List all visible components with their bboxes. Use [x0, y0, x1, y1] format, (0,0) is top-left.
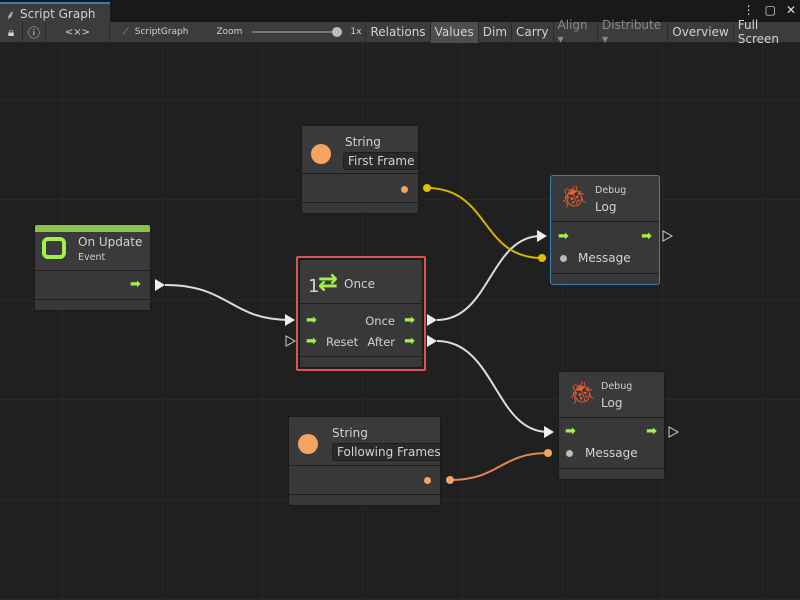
node-title: Once	[344, 277, 376, 291]
bug-icon: 🐞︎	[560, 185, 588, 210]
flow-arrow-icon: ➡	[558, 229, 569, 244]
string-node-following-frames[interactable]: String Following Frames	[288, 416, 441, 506]
lock-icon[interactable]: 🔒︎	[0, 21, 24, 43]
node-title: String	[345, 135, 381, 149]
refresh-icon: ⇄	[318, 268, 339, 296]
flow-arrow-icon: ➡	[404, 313, 415, 328]
debug-log-node-1[interactable]: 🐞︎ Debug Log ➡ ➡ Message	[550, 175, 660, 285]
output-port-icon[interactable]	[424, 477, 431, 484]
once-badge: 1	[308, 276, 320, 297]
node-category: Debug	[601, 381, 633, 392]
port-label-message: Message	[585, 446, 638, 460]
node-category: Debug	[595, 185, 627, 196]
hierarchy-icon: ⸙	[6, 7, 16, 22]
on-update-node[interactable]: On Update Event ➡	[34, 224, 151, 311]
input-port-icon[interactable]	[560, 255, 567, 262]
node-title: String	[332, 426, 368, 440]
carry-button[interactable]: Carry	[512, 21, 554, 43]
selection-outline	[296, 256, 426, 371]
values-button[interactable]: Values	[430, 21, 479, 43]
string-icon	[298, 434, 318, 454]
flow-arrow-icon: ➡	[306, 334, 317, 349]
port-label-once: Once	[365, 314, 395, 328]
align-dropdown[interactable]: Align ▾	[554, 18, 599, 46]
debug-log-node-2[interactable]: 🐞︎ Debug Log ➡ ➡ Message	[558, 371, 665, 480]
code-button[interactable]: <×>	[46, 21, 111, 43]
zoom-value: 1x	[350, 27, 362, 37]
string-value-field[interactable]: Following Frames	[332, 443, 440, 461]
graph-icon: ⟋	[122, 27, 129, 37]
port-label-message: Message	[578, 251, 631, 265]
node-title: Log	[595, 200, 617, 214]
node-title: Log	[601, 396, 623, 410]
string-node-first-frame[interactable]: String First Frame	[301, 125, 419, 214]
flow-arrow-icon: ➡	[565, 424, 576, 439]
bug-icon: 🐞︎	[568, 381, 596, 406]
port-label-reset: Reset	[326, 335, 359, 349]
flow-arrow-icon: ➡	[306, 313, 317, 328]
zoom-label: Zoom	[216, 27, 243, 37]
string-value-field[interactable]: First Frame	[343, 152, 418, 170]
loop-icon	[42, 237, 66, 259]
maximize-icon[interactable]: ▢	[764, 3, 776, 17]
flow-arrow-icon: ➡	[641, 229, 652, 244]
tab-script-graph[interactable]: ⸙Script Graph	[0, 2, 110, 22]
overview-button[interactable]: Overview	[668, 21, 734, 43]
flow-arrow-icon: ➡	[646, 424, 657, 439]
input-port-icon[interactable]	[566, 450, 573, 457]
graph-name[interactable]: ScriptGraph	[134, 27, 189, 37]
close-icon[interactable]: ✕	[785, 3, 796, 17]
zoom-slider[interactable]	[252, 27, 343, 37]
string-icon	[311, 144, 331, 164]
output-port-icon[interactable]	[401, 186, 408, 193]
node-title: On Update	[78, 235, 143, 249]
toolbar: 🔒︎ ⓘ <×> ⟋ ScriptGraph Zoom 1x Relations…	[0, 18, 800, 46]
full-screen-button[interactable]: Full Screen	[737, 18, 780, 46]
kebab-menu-icon[interactable]: ⋮	[742, 3, 755, 17]
relations-button[interactable]: Relations	[366, 21, 431, 43]
distribute-dropdown[interactable]: Distribute ▾	[598, 18, 669, 46]
info-icon[interactable]: ⓘ	[23, 21, 46, 43]
tab-bar: ⸙Script Graph ⋮ ▢ ✕	[0, 0, 800, 22]
flow-arrow-icon: ➡	[404, 334, 415, 349]
once-node[interactable]: 1 ⇄ Once ➡ Once ➡ ➡ Reset After ➡	[299, 259, 423, 368]
flow-arrow-icon: ➡	[130, 277, 141, 292]
dim-button[interactable]: Dim	[479, 21, 513, 43]
port-label-after: After	[367, 335, 395, 349]
node-subtitle: Event	[78, 252, 106, 263]
